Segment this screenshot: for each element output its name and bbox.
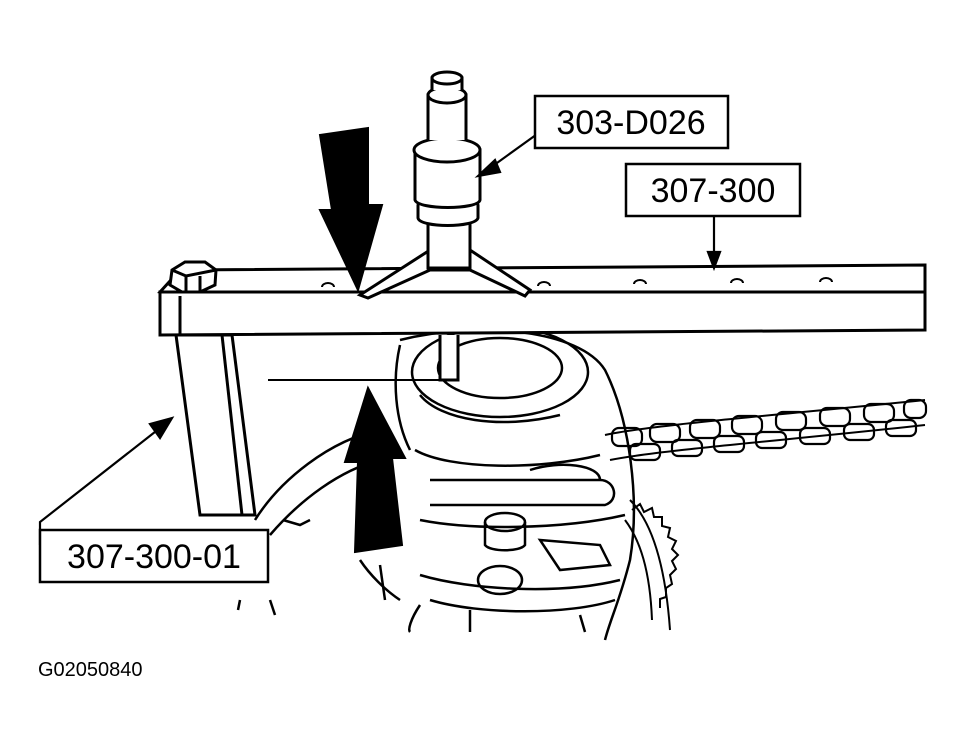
callout-303-d026: 303-D026: [533, 94, 730, 150]
tool-307-300-bar: [157, 263, 927, 337]
bar-holes: [321, 277, 833, 288]
timing-chain: [604, 398, 928, 462]
callout-307-300-01: 307-300-01: [38, 528, 270, 584]
callout-307-300: 307-300: [624, 162, 802, 218]
hex-bolt: [168, 260, 218, 294]
callout-label-307-300: 307-300: [651, 172, 776, 210]
figure-id: G02050840: [38, 659, 143, 681]
tool-307-300-01-leg: [174, 333, 257, 517]
up-arrow-icon: [343, 385, 407, 554]
tool-303-d026: [356, 70, 533, 300]
force-arrows: [318, 126, 407, 554]
callout-label-303-d026: 303-D026: [556, 104, 705, 142]
callout-label-307-300-01: 307-300-01: [67, 538, 241, 576]
down-arrow-icon: [318, 126, 384, 293]
engine-housing: [236, 325, 636, 641]
crank-gear: [624, 499, 680, 631]
puller-jaw: [438, 335, 460, 382]
